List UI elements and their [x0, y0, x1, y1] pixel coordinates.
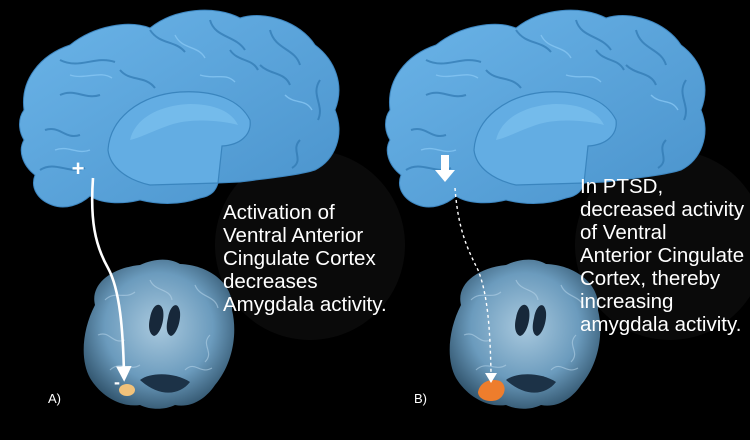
amygdala-b: [478, 380, 505, 402]
amygdala-a: [119, 384, 135, 396]
backdrop-shadow: [575, 150, 750, 340]
caption-panel-a: Activation of Ventral Anterior Cingulate…: [223, 201, 387, 316]
panel-b: [385, 9, 706, 409]
minus-sign: -: [114, 372, 120, 392]
brain-surface-medial: [385, 9, 706, 208]
arrow-head-b: [485, 373, 497, 383]
caption-panel-b: In PTSD, decreased activity of Ventral A…: [580, 175, 745, 336]
plus-sign: +: [72, 156, 85, 181]
mri-coronal-slice: [449, 259, 601, 409]
mri-coronal-slice: [83, 259, 235, 409]
connection-arrow-a: [90, 177, 132, 382]
panel-label-a: A): [48, 391, 61, 406]
down-arrow-icon: [435, 155, 455, 182]
backdrop-shadow: [215, 150, 405, 340]
brain-surface-medial: [19, 9, 340, 208]
panel-a: + -: [19, 9, 340, 409]
panel-label-b: B): [414, 391, 427, 406]
connection-arrow-b: [454, 187, 492, 373]
